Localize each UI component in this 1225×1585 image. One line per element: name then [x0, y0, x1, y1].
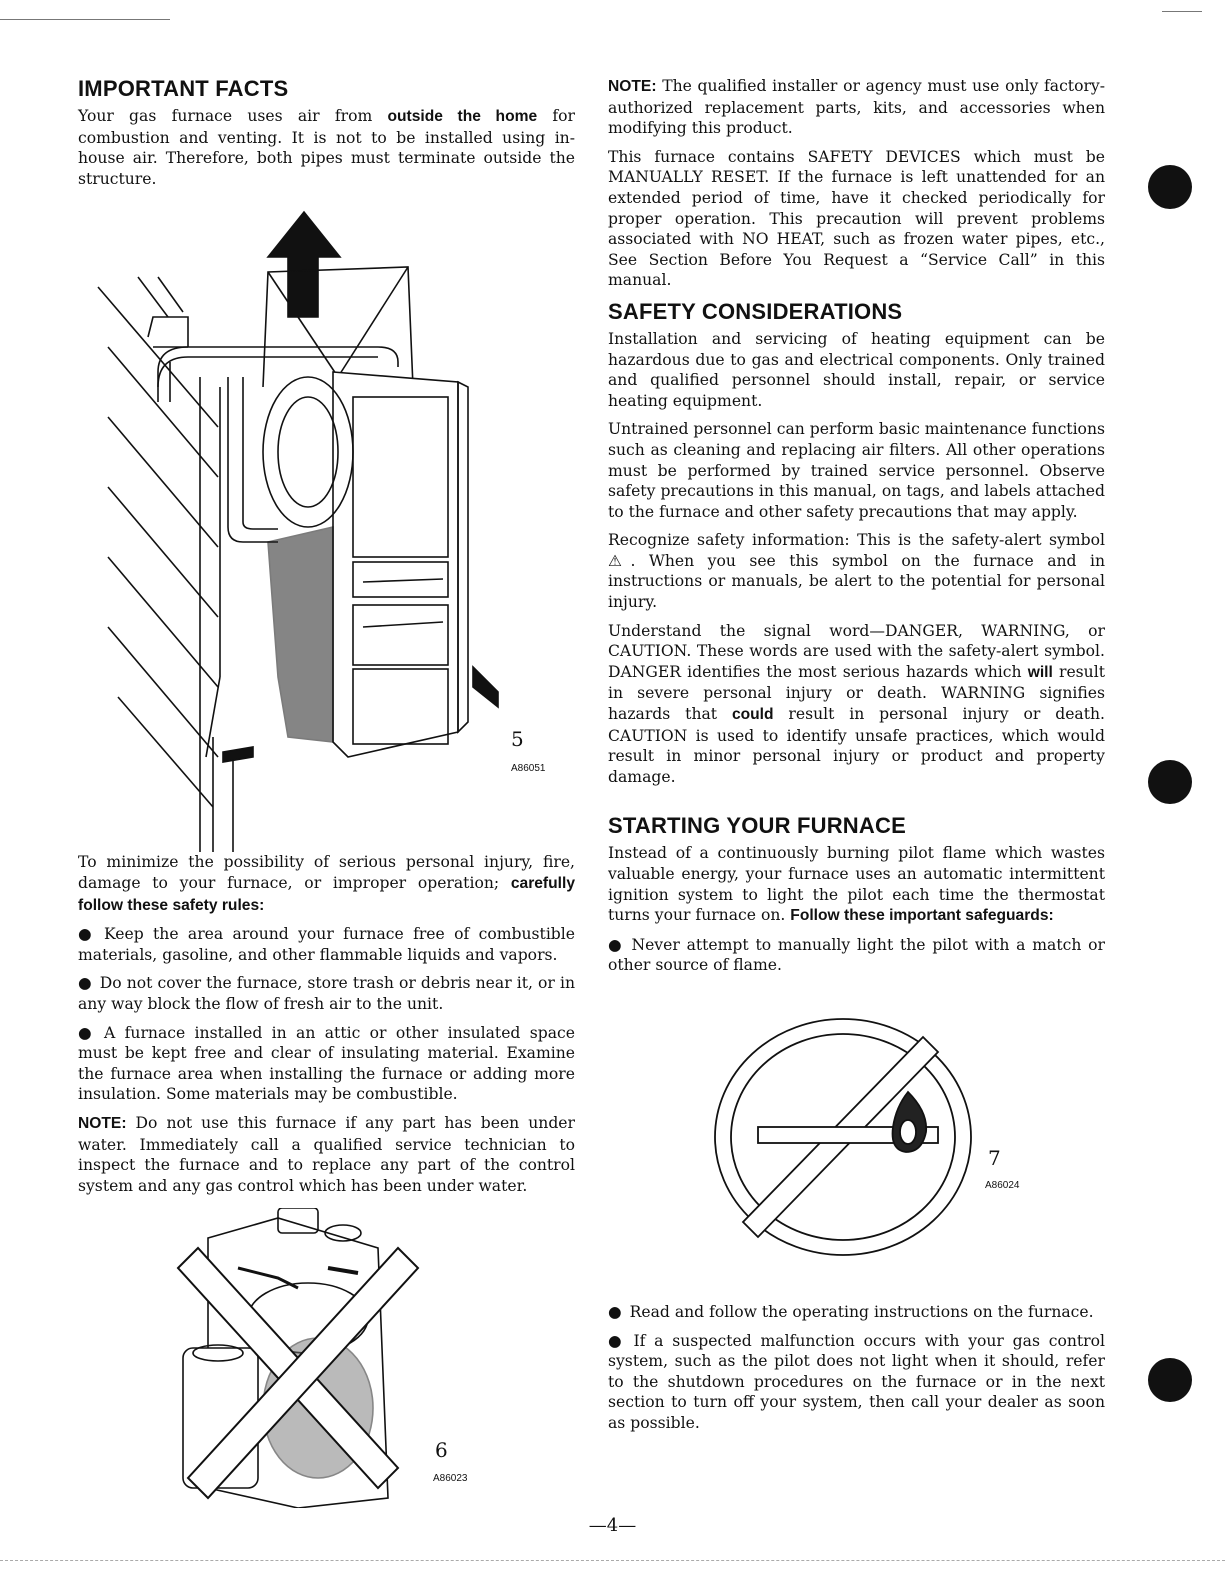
- safety-paragraph-4: Understand the signal word—DANGER, WARNI…: [608, 621, 1105, 788]
- safety-paragraph-2: Untrained personnel can perform basic ma…: [608, 420, 1105, 521]
- no-flame-symbol: [714, 1018, 972, 1256]
- figure-5-furnace-illustration: 5 A86051: [78, 197, 575, 853]
- note-text: Do not use this furnace if any part has …: [78, 1113, 575, 1195]
- binder-hole: [1148, 165, 1192, 209]
- intro-paragraph: Your gas furnace uses air from outside t…: [78, 106, 575, 189]
- bullet-icon: ●: [608, 1331, 626, 1350]
- scan-edge-line: [0, 19, 170, 20]
- minimize-text: To minimize the possibility of serious p…: [78, 853, 575, 892]
- important-facts-heading: IMPORTANT FACTS: [78, 76, 289, 101]
- figure-6-code: A86023: [433, 1473, 468, 1485]
- figure-6-number: 6: [435, 1438, 448, 1463]
- safety-text: Recognize safety information: This is th…: [608, 531, 1105, 550]
- binder-hole: [1148, 1358, 1192, 1402]
- bullet-item: ●Keep the area around your furnace free …: [78, 924, 575, 965]
- scan-edge-line: [0, 1560, 1225, 1561]
- bullet-item: ●Never attempt to manually light the pil…: [608, 935, 1105, 976]
- note-label: NOTE:: [78, 1114, 127, 1132]
- figure-7-code: A86024: [985, 1179, 1020, 1191]
- intro-text: Your gas furnace uses air from: [78, 107, 388, 125]
- binder-hole: [1148, 760, 1192, 804]
- safety-considerations-heading: SAFETY CONSIDERATIONS: [608, 298, 903, 324]
- bullet-text: Do not cover the furnace, store trash or…: [78, 974, 575, 1013]
- bullet-item: ●If a suspected malfunction occurs with …: [608, 1331, 1105, 1434]
- figure-7-number: 7: [988, 1145, 1001, 1170]
- bullet-text: If a suspected malfunction occurs with y…: [608, 1331, 1105, 1432]
- bullet-text: Read and follow the operating instructio…: [629, 1302, 1094, 1321]
- bullet-text: A furnace installed in an attic or other…: [78, 1023, 576, 1104]
- intro-text-end: for combustion and venting. It is not to…: [78, 107, 576, 188]
- safety-devices-paragraph: This furnace contains SAFETY DEVICES whi…: [608, 147, 1105, 290]
- bullet-item: ●A furnace installed in an attic or othe…: [78, 1023, 575, 1105]
- safety-paragraph-1: Installation and servicing of heating eq…: [608, 329, 1105, 410]
- parts-note: NOTE: The qualified installer or agency …: [608, 76, 1105, 139]
- water-note: NOTE: Do not use this furnace if any par…: [78, 1113, 575, 1196]
- furnace-illustration: [97, 211, 499, 853]
- safety-text-end: . When you see this symbol on the furnac…: [608, 551, 1105, 612]
- intro-bold-text: outside the home: [387, 108, 538, 125]
- starting-furnace-heading: STARTING YOUR FURNACE: [608, 813, 906, 839]
- safety-text: result in severe personal injury or deat…: [608, 662, 1105, 724]
- bullet-item: ●Do not cover the furnace, store trash o…: [78, 973, 575, 1014]
- safety-alert-icon: ⚠: [608, 551, 631, 570]
- figure-6-no-flammables-illustration: 6 A86023: [78, 1208, 575, 1509]
- figure-5-code: A86051: [511, 763, 546, 775]
- starting-bold-text: Follow these important safeguards:: [790, 907, 1054, 925]
- page-number: —4—: [588, 1515, 637, 1536]
- safety-paragraph-3: Recognize safety information: This is th…: [608, 530, 1105, 612]
- figure-7-no-match-illustration: 7 A86024: [608, 992, 1105, 1292]
- minimize-bold-text: carefully follow these safety rules:: [78, 874, 575, 914]
- left-column: IMPORTANT FACTS Your gas furnace uses ai…: [78, 76, 575, 1509]
- bullet-text: Never attempt to manually light the pilo…: [608, 935, 1105, 975]
- safety-text: Understand the signal word—DANGER, WARNI…: [608, 621, 1105, 681]
- will-bold-text: will: [1027, 663, 1053, 681]
- bullet-item: ● Read and follow the operating instructi…: [608, 1302, 1105, 1323]
- bullet-text: Keep the area around your furnace free o…: [78, 925, 576, 964]
- bullet-icon: ●: [78, 1023, 97, 1042]
- starting-paragraph: Instead of a continuously burning pilot …: [608, 843, 1105, 926]
- bullet-icon: ●: [608, 1302, 622, 1321]
- figure-5-number: 5: [511, 727, 524, 752]
- scan-edge-line: [1162, 11, 1202, 12]
- minimize-paragraph: To minimize the possibility of serious p…: [78, 852, 575, 916]
- bullet-icon: ●: [608, 935, 624, 954]
- bullet-icon: ●: [78, 925, 97, 944]
- starting-text: Instead of a continuously burning pilot …: [608, 844, 1105, 925]
- note-label: NOTE:: [608, 78, 657, 95]
- safety-text-end: result in personal injury or death. CAUT…: [608, 705, 1105, 786]
- could-bold-text: could: [731, 706, 774, 724]
- right-column: NOTE: The qualified installer or agency …: [608, 76, 1105, 1442]
- note-text: The qualified installer or agency must u…: [608, 77, 1105, 138]
- crossed-out-cans-illustration: [176, 1208, 420, 1509]
- bullet-icon: ●: [78, 974, 92, 993]
